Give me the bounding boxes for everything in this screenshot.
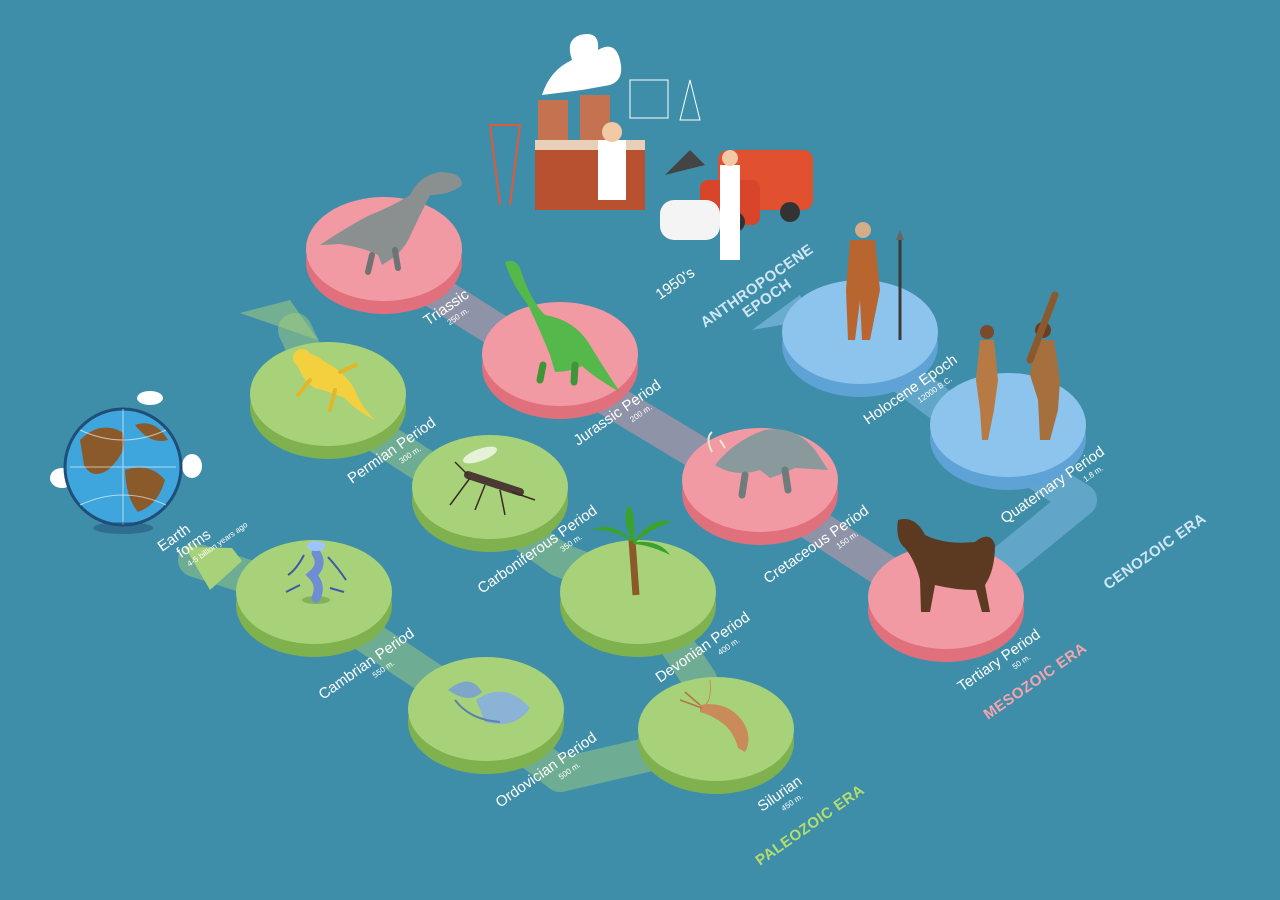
earth-globe	[50, 391, 202, 534]
platform-devonian[interactable]	[560, 540, 716, 657]
cavemen-icon	[976, 291, 1060, 440]
era-cenozoic-label: CENOZOIC ERA	[1101, 510, 1210, 593]
anthropocene-year: 1950's	[653, 264, 699, 303]
platform-permian[interactable]	[250, 342, 406, 459]
horse-icon	[897, 519, 995, 612]
plant-icon	[448, 681, 530, 725]
era-cenozoic: CENOZOIC ERA	[1101, 510, 1210, 593]
brontosaurus-icon	[505, 260, 620, 392]
worm-icon	[285, 541, 347, 604]
palm-tree-icon	[592, 505, 672, 596]
platform-silurian[interactable]	[638, 677, 794, 794]
platform-carboniferous[interactable]	[412, 435, 568, 552]
mosquito-icon	[449, 446, 536, 516]
shrimp-icon	[679, 679, 749, 752]
label-anthropocene-year: 1950's	[653, 264, 699, 303]
triceratops-icon	[707, 429, 828, 499]
dinosaur-icon	[320, 172, 462, 275]
hunter-icon	[846, 222, 904, 340]
industry-icon	[489, 34, 813, 260]
lizard-icon	[293, 349, 375, 420]
